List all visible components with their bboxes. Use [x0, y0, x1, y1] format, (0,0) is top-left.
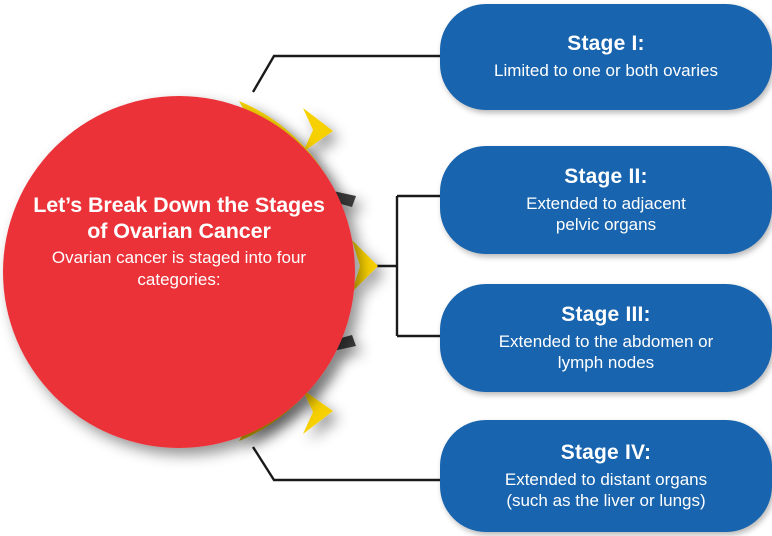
stage-2-title: Stage II:: [564, 164, 648, 188]
stage-2-description: Extended to adjacent pelvic organs: [526, 193, 686, 235]
stage-1-description: Limited to one or both ovaries: [494, 61, 718, 81]
stage-1-title: Stage I:: [567, 32, 645, 56]
stage-4-title: Stage IV:: [560, 440, 652, 464]
stage-4-description: Extended to distant organs (such as the …: [504, 469, 708, 511]
stage-box-2[interactable]: Stage II: Extended to adjacent pelvic or…: [440, 146, 772, 254]
stage-box-4[interactable]: Stage IV: Extended to distant organs (su…: [440, 420, 772, 532]
stage-box-1[interactable]: Stage I: Limited to one or both ovaries: [440, 4, 772, 110]
center-circle: [3, 96, 355, 448]
connector-stage-1: [251, 54, 452, 93]
stage-3-title: Stage III:: [561, 302, 651, 326]
connector-stage-4: [251, 446, 452, 482]
stage-3-description: Extended to the abdomen or lymph nodes: [498, 331, 714, 373]
stage-box-3[interactable]: Stage III: Extended to the abdomen or ly…: [440, 284, 772, 392]
